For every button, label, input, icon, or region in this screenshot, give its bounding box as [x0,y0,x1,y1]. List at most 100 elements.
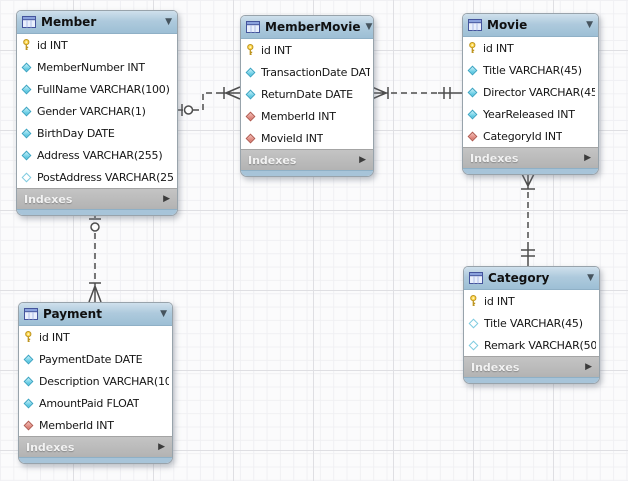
nullable-attribute-icon [468,318,479,329]
column-label: id INT [261,43,292,57]
column-label: MovieId INT [261,131,324,145]
column-label: Description VARCHAR(100) [39,374,169,388]
indexes-label: Indexes [248,153,297,167]
column-label: MemberId INT [39,418,114,432]
table-bottom-strip [19,457,172,463]
foreign-key-icon [245,133,256,144]
column-row-memberid[interactable]: MemberId INT [19,414,172,436]
attribute-icon [21,128,32,139]
column-row-movieid[interactable]: MovieId INT [241,127,373,149]
column-label: PostAddress VARCHAR(255) [37,170,174,184]
column-row-membernumber[interactable]: MemberNumber INT [17,56,177,78]
table-member[interactable]: Member▼ id INT MemberNumber INT FullName VA… [16,10,178,216]
column-label: MemberNumber INT [37,60,145,74]
column-label: CategoryId INT [483,129,563,143]
relationship-membermovie-movie[interactable] [371,86,462,100]
table-title: Category [488,271,550,285]
column-row-id[interactable]: id INT [241,39,373,61]
indexes-section[interactable]: Indexes ▶ [17,188,177,209]
column-row-returndate[interactable]: ReturnDate DATE [241,83,373,105]
column-row-birthday[interactable]: BirthDay DATE [17,122,177,144]
expand-arrow-icon[interactable]: ▶ [163,193,170,204]
primary-key-icon [245,44,256,56]
column-label: Title VARCHAR(45) [483,63,582,77]
table-icon [469,272,483,284]
table-category[interactable]: Category ▼ id INT Title VARCHAR(45) Remark V… [463,266,600,384]
indexes-label: Indexes [24,192,73,206]
collapse-arrow-icon[interactable]: ▼ [160,308,167,319]
column-label: YearReleased INT [483,107,575,121]
indexes-section[interactable]: Indexes ▶ [19,436,172,457]
relationship-member-payment[interactable] [88,213,102,303]
column-row-amountpaid[interactable]: AmountPaid FLOAT [19,392,172,414]
table-membermovie[interactable]: MemberMovie▼ id INT TransactionDate DATE Re… [240,15,374,177]
table-header[interactable]: MemberMovie▼ [241,16,373,39]
column-row-categoryid[interactable]: CategoryId INT [463,125,598,147]
indexes-section[interactable]: Indexes ▶ [241,149,373,170]
column-row-title[interactable]: Title VARCHAR(45) [464,312,599,334]
expand-arrow-icon[interactable]: ▶ [584,152,591,163]
collapse-arrow-icon[interactable]: ▼ [365,21,373,32]
column-label: Address VARCHAR(255) [37,148,163,162]
column-row-id[interactable]: id INT [464,290,599,312]
nullable-attribute-icon [468,340,479,351]
table-movie[interactable]: Movie▼id INT Title VARCHAR(45) Director VA… [462,13,599,175]
indexes-section[interactable]: Indexes▶ [464,356,599,377]
expand-arrow-icon[interactable]: ▶ [158,441,165,452]
table-header[interactable]: Movie▼ [463,14,598,37]
attribute-icon [21,84,32,95]
column-row-fullname[interactable]: FullName VARCHAR(100) [17,78,177,100]
indexes-label: Indexes [26,440,75,454]
table-header[interactable]: Category ▼ [464,267,599,290]
expand-arrow-icon[interactable]: ▶ [585,361,592,372]
table-header[interactable]: Member▼ [17,11,177,34]
column-label: Title VARCHAR(45) [484,316,583,330]
table-title: Payment [43,307,102,321]
column-row-address[interactable]: Address VARCHAR(255) [17,144,177,166]
column-row-paymentdate[interactable]: PaymentDate DATE [19,348,172,370]
column-row-id[interactable]: id INT [19,326,172,348]
foreign-key-icon [467,131,478,142]
column-label: TransactionDate DATE [261,65,370,79]
column-row-title[interactable]: Title VARCHAR(45) [463,59,598,81]
attribute-icon [23,354,34,365]
attribute-icon [21,106,32,117]
column-label: Director VARCHAR(45) [483,85,595,99]
column-row-yearreleased[interactable]: YearReleased INT [463,103,598,125]
column-label: id INT [484,294,515,308]
collapse-arrow-icon[interactable]: ▼ [587,272,594,283]
column-row-id[interactable]: id INT [17,34,177,56]
table-icon [246,21,260,33]
column-row-remark[interactable]: Remark VARCHAR(500) [464,334,599,356]
column-row-gender[interactable]: Gender VARCHAR(1) [17,100,177,122]
column-row-id[interactable]: id INT [463,37,598,59]
relationship-member-membermovie[interactable] [176,86,241,116]
column-row-description[interactable]: Description VARCHAR(100) [19,370,172,392]
table-bottom-strip [464,377,599,383]
table-payment[interactable]: Payment ▼ id INT PaymentDate DATE Descriptio… [18,302,173,464]
relationship-movie-category[interactable] [520,171,536,266]
attribute-icon [21,62,32,73]
expand-arrow-icon[interactable]: ▶ [359,154,366,165]
column-label: FullName VARCHAR(100) [37,82,170,96]
attribute-icon [467,109,478,120]
indexes-section[interactable]: Indexes▶ [463,147,598,168]
primary-key-icon [21,39,32,51]
column-row-postaddress[interactable]: PostAddress VARCHAR(255) [17,166,177,188]
column-row-memberid[interactable]: MemberId INT [241,105,373,127]
collapse-arrow-icon[interactable]: ▼ [165,16,172,27]
table-icon [22,16,36,28]
collapse-arrow-icon[interactable]: ▼ [586,19,593,30]
foreign-key-icon [245,111,256,122]
column-label: id INT [37,38,68,52]
column-label: id INT [39,330,70,344]
column-label: Remark VARCHAR(500) [484,338,596,352]
attribute-icon [21,150,32,161]
table-header[interactable]: Payment ▼ [19,303,172,326]
column-label: AmountPaid FLOAT [39,396,140,410]
column-row-transactiondate[interactable]: TransactionDate DATE [241,61,373,83]
column-row-director[interactable]: Director VARCHAR(45) [463,81,598,103]
attribute-icon [245,67,256,78]
foreign-key-icon [23,420,34,431]
attribute-icon [23,398,34,409]
